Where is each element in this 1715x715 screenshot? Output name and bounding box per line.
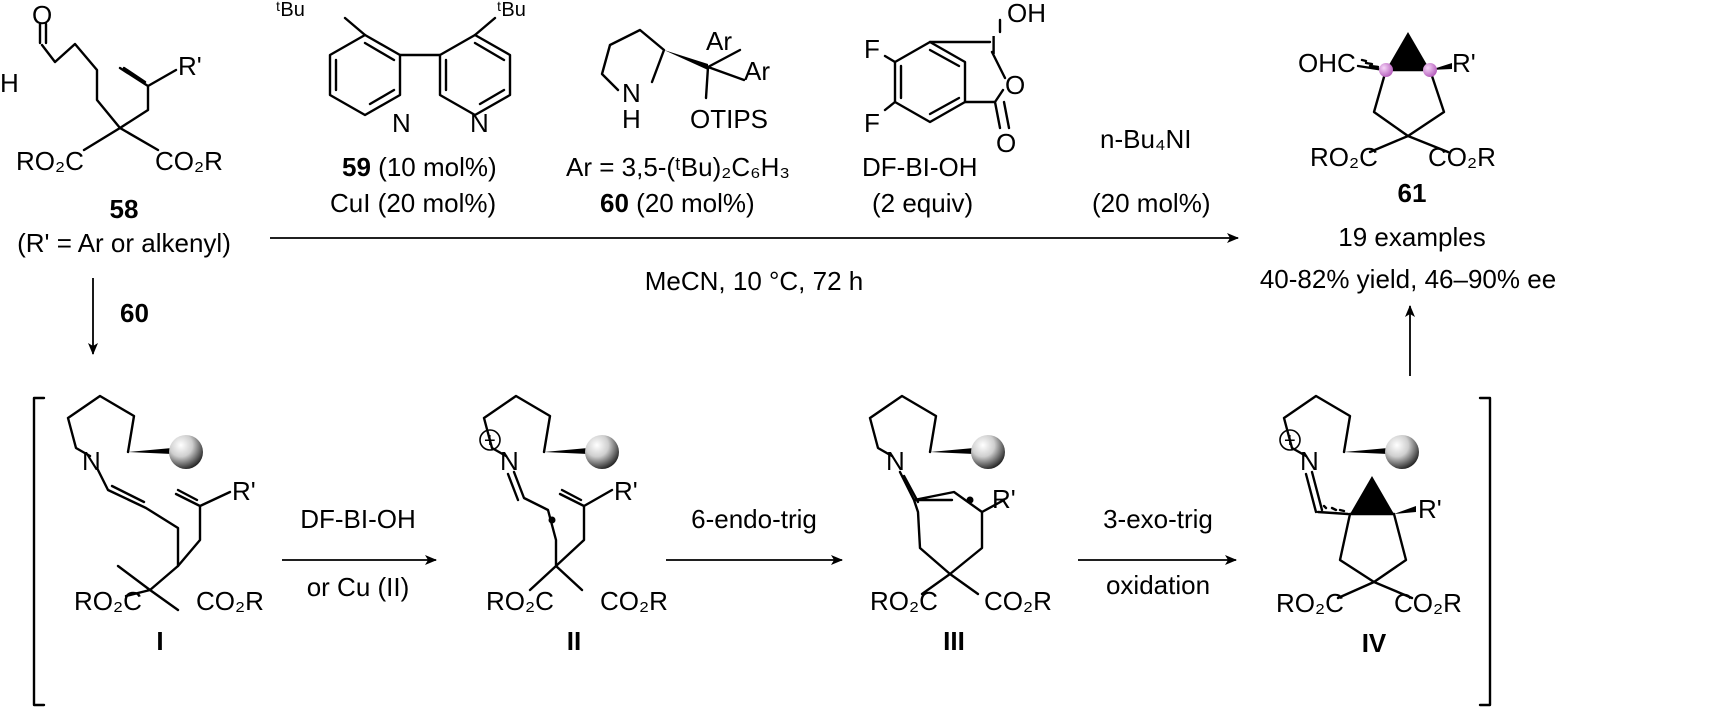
otips-label: OTIPS bbox=[690, 104, 768, 134]
ring-oxygen: O bbox=[1005, 70, 1025, 100]
ester-left-label: RO₂C bbox=[74, 586, 142, 616]
r-prime-label: R' bbox=[178, 51, 202, 81]
carbonyl-oxygen: O bbox=[996, 128, 1016, 158]
ligand-59-line2: CuI (20 mol%) bbox=[330, 188, 496, 218]
r-prime-label: R' bbox=[1452, 48, 1476, 78]
tbu-right-label: ᵗBu bbox=[497, 0, 526, 21]
compound-61-product: OHC R' RO₂C CO₂R 61 19 examples 40-82% y… bbox=[1260, 32, 1556, 294]
left-bracket bbox=[32, 396, 46, 707]
intermediate-label-I: I bbox=[156, 626, 163, 656]
down-arrow-label: 60 bbox=[120, 298, 149, 328]
r-prime-label: R' bbox=[614, 476, 638, 506]
ester-left-label: RO₂C bbox=[870, 586, 938, 616]
compound-58: O H R' RO₂C CO₂R 58 (R' = Ar or alkenyl) bbox=[0, 0, 231, 258]
pyrrolidine-h: H bbox=[622, 104, 641, 134]
aldehyde-hydrogen: H bbox=[0, 68, 19, 98]
enamine-n: N bbox=[82, 446, 101, 476]
aryl-definition: Ar = 3,5-(ᵗBu)₂C₆H₃ bbox=[566, 152, 790, 182]
intermediate-label-II: II bbox=[567, 626, 581, 656]
intermediate-label-III: III bbox=[943, 626, 965, 656]
intermediate-II: + N R' RO₂C CO₂R II bbox=[479, 394, 668, 656]
ester-right-label: CO₂R bbox=[1394, 588, 1462, 618]
r-prime-label: R' bbox=[1418, 494, 1442, 524]
arrow-3-top-label: 3-exo-trig bbox=[1103, 504, 1213, 534]
examples-count: 19 examples bbox=[1338, 222, 1485, 252]
compound-number-61: 61 bbox=[1398, 178, 1427, 208]
ester-right-label: CO₂R bbox=[196, 586, 264, 616]
ester-left-label: RO₂C bbox=[1310, 142, 1378, 172]
intermediate-IV: + N R' RO₂C CO₂R IV bbox=[1276, 394, 1462, 658]
ohc-label: OHC bbox=[1298, 48, 1356, 78]
reaction-conditions: MeCN, 10 °C, 72 h bbox=[645, 266, 864, 296]
aryl-label-1: Ar bbox=[706, 26, 732, 56]
compound-59-bipyridine: ᵗBu ᵗBu N N 59 (10 mol%) CuI (20 mol%) bbox=[276, 0, 526, 218]
intermediate-III: N R' RO₂C CO₂R III bbox=[868, 394, 1052, 656]
compound-60-catalyst: Ar Ar N H OTIPS Ar = 3,5-(ᵗBu)₂C₆H₃ 60 (… bbox=[566, 26, 790, 218]
enamine-n: N bbox=[886, 446, 905, 476]
arrow-1-top-label: DF-BI-OH bbox=[300, 504, 416, 534]
hydroxyl-label: OH bbox=[1007, 0, 1046, 28]
compound-number-58: 58 bbox=[110, 194, 139, 224]
ester-right-label: CO₂R bbox=[984, 586, 1052, 616]
df-bi-oh-oxidant: F F I OH O O DF-BI-OH (2 equiv) bbox=[862, 0, 1046, 218]
intermediate-label-IV: IV bbox=[1362, 628, 1387, 658]
arrow-3-bottom-label: oxidation bbox=[1106, 570, 1210, 600]
ester-left-label: RO₂C bbox=[16, 146, 84, 176]
fluorine-1: F bbox=[864, 34, 880, 64]
iminium-plus: + bbox=[1284, 430, 1296, 452]
catalyst-60-loading: 60 (20 mol%) bbox=[600, 188, 755, 218]
tbu-left-label: ᵗBu bbox=[276, 0, 305, 21]
iodine-label: I bbox=[990, 30, 997, 60]
iminium-n: N bbox=[1300, 446, 1319, 476]
iminium-n: N bbox=[500, 446, 519, 476]
ester-left-label: RO₂C bbox=[1276, 588, 1344, 618]
aryl-label-2: Ar bbox=[744, 56, 770, 86]
arrow-2-top-label: 6-endo-trig bbox=[691, 504, 817, 534]
aldehyde-oxygen: O bbox=[32, 0, 52, 30]
r-prime-note: (R' = Ar or alkenyl) bbox=[17, 228, 231, 258]
pyridine-n-right: N bbox=[470, 108, 489, 138]
right-bracket bbox=[1478, 396, 1492, 707]
yield-ee: 40-82% yield, 46–90% ee bbox=[1260, 264, 1556, 294]
r-prime-label: R' bbox=[992, 484, 1016, 514]
oxidant-name: DF-BI-OH bbox=[862, 152, 978, 182]
ester-right-label: CO₂R bbox=[155, 146, 223, 176]
ligand-59-line1: 59 (10 mol%) bbox=[342, 152, 497, 182]
pyrrolidine-n: N bbox=[622, 78, 641, 108]
nbu4ni-loading: (20 mol%) bbox=[1092, 188, 1210, 218]
iminium-plus: + bbox=[484, 430, 496, 452]
pyridine-n-left: N bbox=[392, 108, 411, 138]
nbu4ni-label: n-Bu₄NI bbox=[1100, 124, 1192, 154]
ester-right-label: CO₂R bbox=[1428, 142, 1496, 172]
ester-left-label: RO₂C bbox=[486, 586, 554, 616]
intermediate-I: N R' RO₂C CO₂R I bbox=[66, 394, 264, 656]
r-prime-label: R' bbox=[232, 476, 256, 506]
oxidant-equiv: (2 equiv) bbox=[872, 188, 973, 218]
fluorine-2: F bbox=[864, 108, 880, 138]
ester-right-label: CO₂R bbox=[600, 586, 668, 616]
arrow-1-bottom-label: or Cu (II) bbox=[307, 572, 410, 602]
